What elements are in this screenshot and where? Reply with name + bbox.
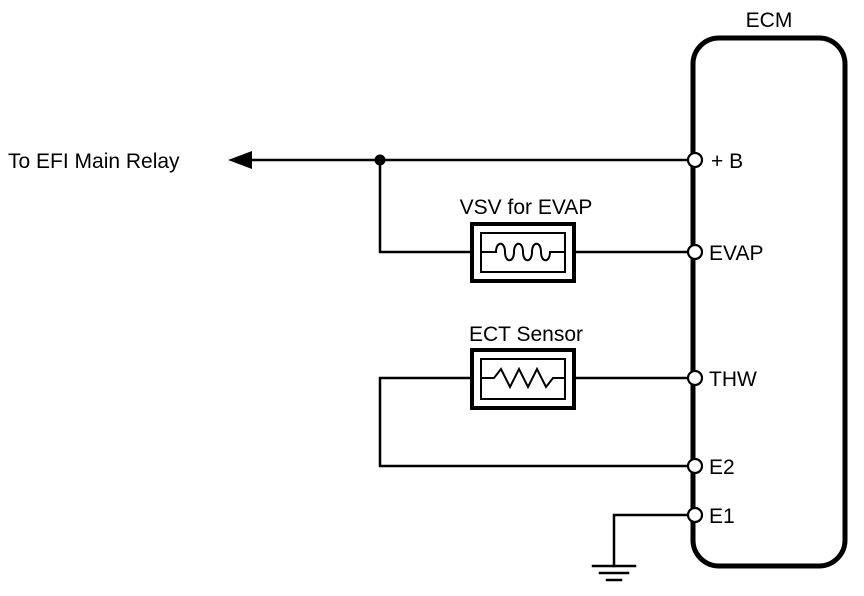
ecm-outline	[690, 35, 848, 569]
terminal-evap	[686, 243, 704, 261]
ecm-terminals: + B EVAP THW E2 E1	[686, 150, 763, 528]
ground-icon	[591, 564, 637, 582]
resistor-icon	[481, 366, 565, 390]
ect-label: ECT Sensor	[469, 323, 583, 346]
vsv-feed-wire	[378, 158, 474, 254]
terminal-e1	[686, 506, 704, 524]
ground-circuit	[591, 513, 690, 582]
terminal-e2	[686, 457, 704, 475]
vsv-circuit: VSV for EVAP	[378, 158, 690, 283]
terminal-b	[686, 151, 704, 169]
pin-label-thw: THW	[709, 368, 757, 391]
power-supply-line: To EFI Main Relay	[8, 150, 690, 173]
pin-label-b: + B	[711, 150, 743, 173]
ground-wire	[612, 513, 690, 568]
coil-icon	[481, 242, 565, 262]
ect-circuit: ECT Sensor	[378, 323, 690, 468]
arrow-left-icon	[228, 151, 252, 169]
relay-label: To EFI Main Relay	[8, 150, 180, 173]
pin-label-e1: E1	[709, 505, 735, 528]
ecm-label: ECM	[746, 9, 793, 32]
pin-label-e2: E2	[709, 456, 735, 479]
e2-return-wire	[378, 376, 690, 468]
terminal-thw	[686, 369, 704, 387]
vsv-label: VSV for EVAP	[460, 196, 593, 219]
ecm-block: ECM	[690, 9, 848, 569]
pin-label-evap: EVAP	[709, 242, 763, 265]
